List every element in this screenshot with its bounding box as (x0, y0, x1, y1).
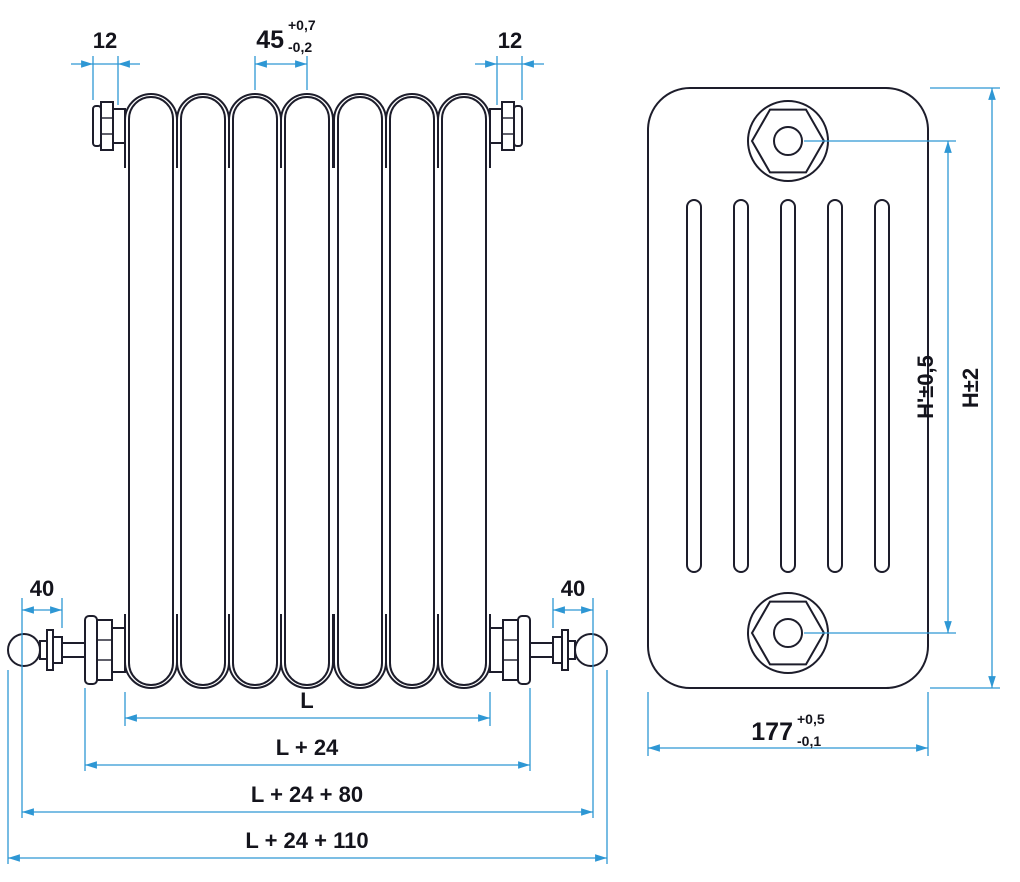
valve-body (552, 636, 563, 664)
radiator-tube (128, 96, 174, 686)
dim-label: 40 (561, 576, 585, 601)
dim-tolerance-plus: +0,7 (288, 17, 316, 33)
tailpiece-hex (96, 619, 113, 681)
bottom-left-valve (7, 615, 126, 685)
dim-label: 12 (93, 28, 117, 53)
dim-tolerance-minus: -0,1 (797, 733, 821, 749)
dim-label: L + 24 + 80 (251, 782, 363, 807)
dim-label: 40 (30, 576, 54, 601)
valve-body (52, 636, 63, 664)
radiator-tube (337, 96, 383, 686)
column-groove (874, 199, 890, 573)
valve-connector (39, 640, 48, 660)
dim-length-overall: L + 24 + 110 (7, 670, 608, 864)
tube-joint-top (124, 93, 178, 168)
tailpiece-flange (84, 615, 98, 685)
tube-joint-bottom (124, 614, 178, 689)
plug-neck (112, 108, 126, 144)
tube-joint-top (333, 93, 387, 168)
tube-joint-bottom (385, 614, 439, 689)
valve-stem (529, 642, 554, 658)
tailpiece-hex (502, 619, 519, 681)
radiator-front-view (7, 93, 608, 689)
dim-center-distance: H'±0,5 (804, 140, 956, 634)
column-groove (686, 199, 702, 573)
radiator-tube (389, 96, 435, 686)
dim-label: L + 24 (276, 735, 339, 760)
top-left-plug (92, 101, 126, 151)
dim-offset-left: 12 (71, 28, 140, 105)
dim-label: 12 (498, 28, 522, 53)
tube-joint-bottom (280, 614, 334, 689)
tube-joint-top (176, 93, 230, 168)
tube-joint-top (437, 93, 491, 168)
tube-joint-bottom (333, 614, 387, 689)
dim-label: H'±0,5 (913, 355, 938, 419)
dim-overall-height: H±2 (930, 87, 1000, 689)
bottom-bushing (747, 592, 829, 674)
tailpiece-flange (517, 615, 531, 685)
bottom-right-valve (489, 615, 608, 685)
tube-joint-top (280, 93, 334, 168)
bushing-bore (773, 618, 803, 648)
valve-knob (7, 633, 41, 667)
valve-knob (574, 633, 608, 667)
radiator-tube (232, 96, 278, 686)
bushing-bore (773, 126, 803, 156)
dim-length-valves: L + 24 + 80 (21, 598, 594, 818)
radiator-tube (441, 96, 487, 686)
dim-offset-right: 12 (475, 28, 544, 105)
valve-stem (61, 642, 86, 658)
dim-label: 45 (256, 26, 284, 54)
top-right-plug (489, 101, 523, 151)
dim-valve-right: 40 (552, 576, 593, 628)
plug-hex-body (100, 101, 114, 151)
valve-connector (567, 640, 576, 660)
dim-tolerance-minus: -0,2 (288, 39, 312, 55)
tailpiece-neck (489, 627, 504, 673)
plug-neck (489, 108, 503, 144)
column-groove (780, 199, 796, 573)
column-groove (733, 199, 749, 573)
dim-pitch: 45 +0,7 -0,2 (254, 17, 316, 90)
plug-flange (92, 105, 102, 147)
dim-label: 177 (751, 718, 793, 746)
tube-joint-bottom (176, 614, 230, 689)
tube-joint-top (228, 93, 282, 168)
tube-joint-bottom (437, 614, 491, 689)
plug-hex-body (501, 101, 515, 151)
tube-joint-bottom (228, 614, 282, 689)
dim-label: L (300, 688, 313, 713)
radiator-tube (180, 96, 226, 686)
tube-joint-top (385, 93, 439, 168)
dim-label: H±2 (958, 368, 983, 408)
dim-label: L + 24 + 110 (245, 828, 368, 853)
column-groove (827, 199, 843, 573)
plug-flange (513, 105, 523, 147)
radiator-side-view (647, 87, 929, 689)
dim-depth: 177 +0,5 -0,1 (647, 692, 929, 756)
dim-length: L (124, 688, 491, 726)
dim-length-hubs: L + 24 (84, 688, 531, 771)
dim-valve-left: 40 (21, 576, 63, 628)
tailpiece-neck (111, 627, 126, 673)
dim-tolerance-plus: +0,5 (797, 711, 825, 727)
radiator-tube (284, 96, 330, 686)
